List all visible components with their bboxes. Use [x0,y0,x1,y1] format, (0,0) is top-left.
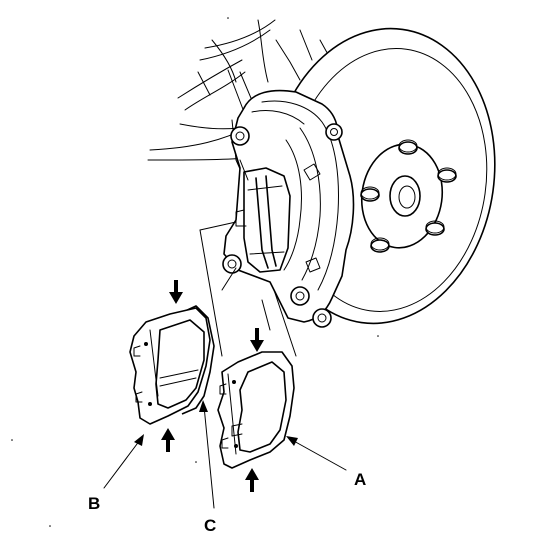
caliper-bolt [290,286,310,306]
arrow-up-icon [161,428,175,452]
wheel-stud [370,237,390,253]
caliper-bolt [325,123,343,141]
wheel-stud [437,167,457,183]
scan-speckles [11,17,379,527]
brake-caliper [222,89,355,328]
caliper-bolt [222,254,242,274]
wheel-stud [425,220,445,236]
arrow-down-icon [169,280,183,304]
caliper-bolt [230,126,250,146]
callout-a: A [354,470,366,489]
callout-c: C [204,516,216,535]
insertion-arrows [161,280,264,492]
outer-brake-pad [217,351,295,469]
wheel-stud [398,139,418,155]
caliper-bolt [312,308,332,328]
exploded-view-guides [199,221,297,357]
arrow-down-icon [250,328,264,352]
leader-lines [103,400,347,509]
callout-b: B [88,494,100,513]
wheel-stud [360,186,380,202]
arrow-up-icon [245,468,259,492]
inner-brake-pad [129,305,215,425]
